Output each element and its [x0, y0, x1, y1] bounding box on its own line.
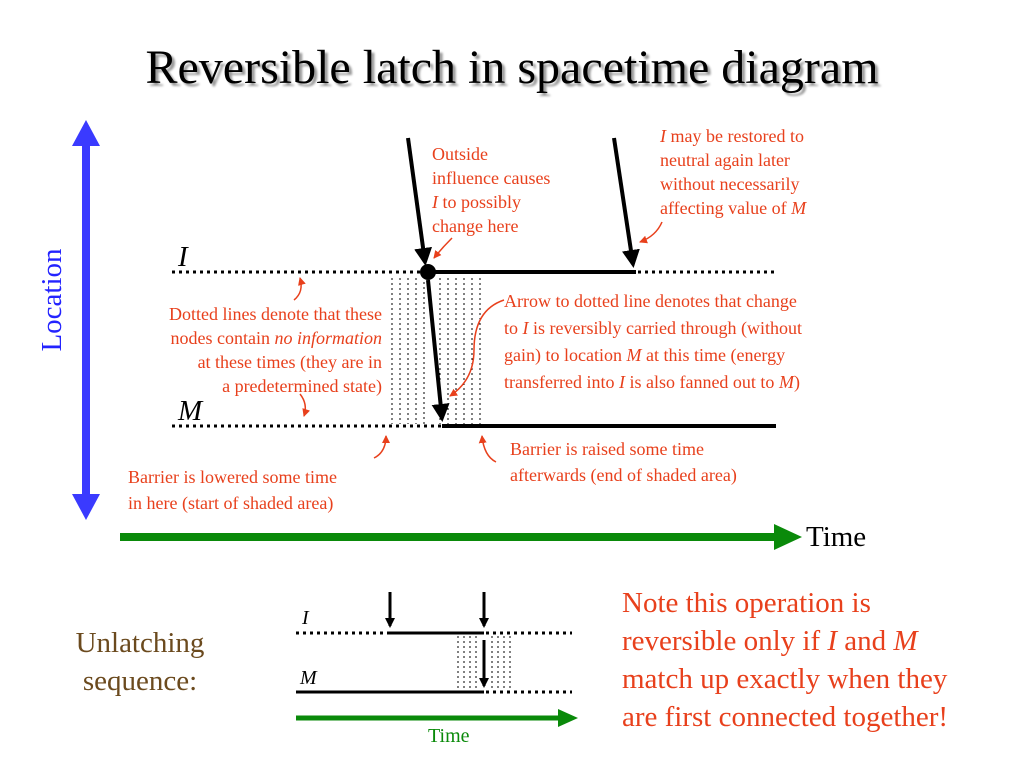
- unlatch-node-m-label: M: [300, 667, 317, 689]
- arrow-fanout-note: Arrow to dotted line denotes that change…: [504, 291, 802, 392]
- fanout-arrow: [426, 279, 450, 422]
- influence-arrow: [406, 137, 433, 266]
- unlatch-time-label: Time: [428, 725, 470, 747]
- annotation-pointers: [293, 221, 663, 463]
- time-axis-arrow: [120, 524, 802, 550]
- node-m-label: M: [178, 395, 203, 427]
- node-i-label: I: [178, 241, 188, 273]
- influence-point: [420, 264, 436, 280]
- location-axis-label: Location: [36, 248, 68, 352]
- barrier-raised-note: Barrier is raised some time afterwards (…: [510, 439, 737, 485]
- dotted-lines-note: Dotted lines denote that these nodes con…: [169, 304, 382, 396]
- node-i-line: [172, 264, 776, 280]
- unlatching-diagram: [296, 592, 578, 727]
- unlatch-node-i-label: I: [302, 607, 309, 629]
- barrier-lowered-note: Barrier is lowered some time in here (st…: [128, 467, 337, 513]
- restored-note: I may be restored to neutral again later…: [660, 126, 807, 218]
- closing-note: Note this operation is reversible only i…: [622, 587, 949, 733]
- outside-influence-note: Outside influence causes I to possibly c…: [432, 144, 551, 236]
- unlatching-label: Unlatching sequence:: [75, 627, 205, 697]
- time-axis-label: Time: [806, 521, 867, 553]
- location-axis-arrow: [72, 120, 100, 520]
- restore-arrow: [612, 137, 640, 268]
- slide-title: Reversible latch in spacetime diagram: [145, 41, 879, 94]
